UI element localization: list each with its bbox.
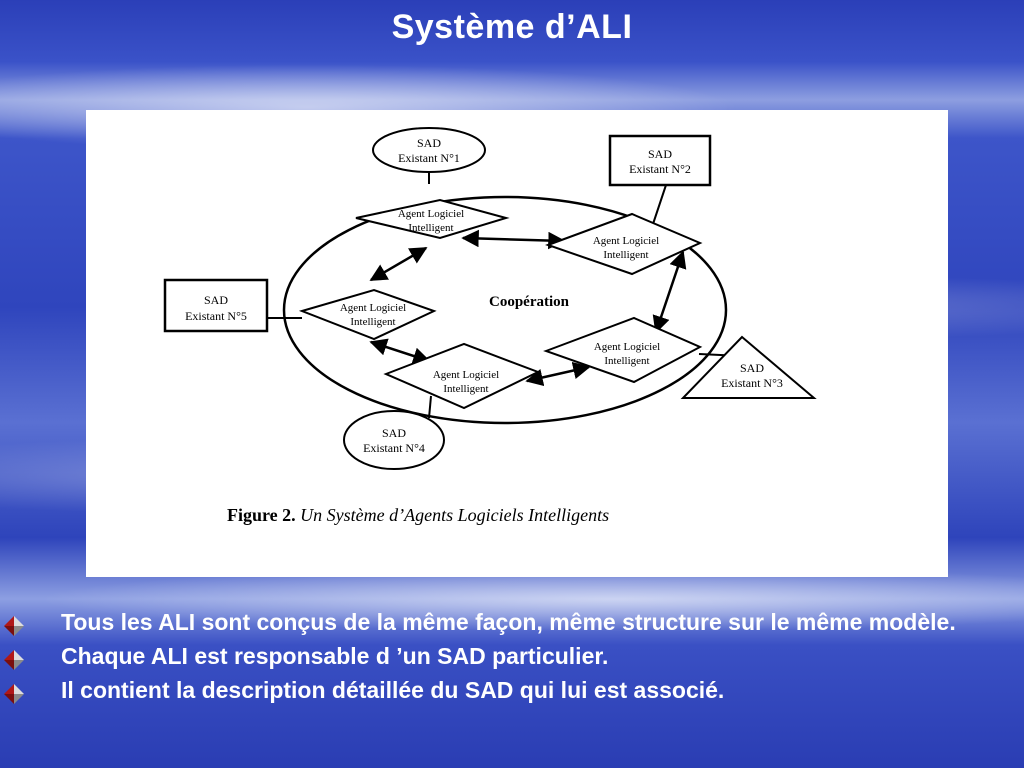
agent4-line2: Intelligent: [443, 383, 488, 395]
agent3-diamond: [543, 316, 703, 384]
arrow-a4-a3: [525, 361, 591, 387]
arrow-a1-a5: [369, 246, 428, 282]
sad1-line1: SAD: [417, 136, 441, 150]
bullet-item: Tous les ALI sont conçus de la même faço…: [0, 605, 1024, 639]
agent4-diamond: [383, 342, 541, 410]
bullet-text: Tous les ALI sont conçus de la même faço…: [61, 609, 956, 635]
sad3-triangle: [680, 335, 817, 399]
cooperation-ellipse: [282, 195, 728, 425]
agent5-diamond: [298, 288, 437, 341]
sad5-box: [163, 278, 269, 333]
diamond-bullet-icon: [4, 650, 24, 670]
bullet-list: Tous les ALI sont conçus de la même faço…: [0, 605, 1024, 707]
caption-text: Un Système d’Agents Logiciels Intelligen…: [300, 505, 609, 525]
sad1-line2: Existant N°1: [398, 151, 460, 165]
agent2-diamond: [545, 212, 703, 276]
agent2-line1: Agent Logiciel: [593, 235, 659, 247]
figure-caption: Figure 2. Un Système d’Agents Logiciels …: [227, 505, 609, 525]
sad4-line1: SAD: [382, 426, 406, 440]
agent4-line1: Agent Logiciel: [433, 369, 499, 381]
cooperation-diagram: SAD Existant N°1 SAD Existant N°2 SAD Ex…: [163, 127, 817, 525]
agent5-line1: Agent Logiciel: [340, 302, 406, 314]
sad5-line2: Existant N°5: [185, 309, 247, 323]
sad2-line1: SAD: [648, 147, 672, 161]
diamond-bullet-icon: [4, 616, 24, 636]
sad5-line1: SAD: [204, 293, 228, 307]
caption-prefix: Figure 2.: [227, 505, 296, 525]
agent1-diamond: [355, 198, 510, 240]
diamond-bullet-icon: [4, 684, 24, 704]
link-sad4: [428, 395, 432, 419]
arrow-a5-a4: [369, 338, 431, 365]
arrow-a2-a3: [652, 250, 687, 334]
bullet-text: Chaque ALI est responsable d ’un SAD par…: [61, 643, 609, 669]
figure-panel: SAD Existant N°1 SAD Existant N°2 SAD Ex…: [86, 110, 948, 577]
sad1-ellipse: [372, 127, 486, 173]
sad2-box: [608, 134, 712, 187]
bullet-text: Il contient la description détaillée du …: [61, 677, 725, 703]
sad4-ellipse: [343, 410, 445, 470]
agent2-line2: Intelligent: [603, 249, 648, 261]
agent3-line1: Agent Logiciel: [594, 341, 660, 353]
arrow-a1-a2: [461, 229, 566, 250]
sad3-line2: Existant N°3: [721, 376, 783, 390]
sad2-line2: Existant N°2: [629, 162, 691, 176]
slide-title: Système d’ALI: [391, 8, 633, 46]
agent3-line2: Intelligent: [604, 355, 649, 367]
sad3-line1: SAD: [740, 361, 764, 375]
agent1-line2: Intelligent: [408, 222, 453, 234]
link-sad2: [651, 184, 667, 228]
agent1-line1: Agent Logiciel: [398, 208, 464, 220]
bullet-item: Il contient la description détaillée du …: [0, 673, 1024, 707]
sad4-line2: Existant N°4: [363, 441, 425, 455]
cooperation-label: Coopération: [489, 294, 570, 310]
bullet-item: Chaque ALI est responsable d ’un SAD par…: [0, 639, 1024, 673]
agent5-line2: Intelligent: [350, 316, 395, 328]
